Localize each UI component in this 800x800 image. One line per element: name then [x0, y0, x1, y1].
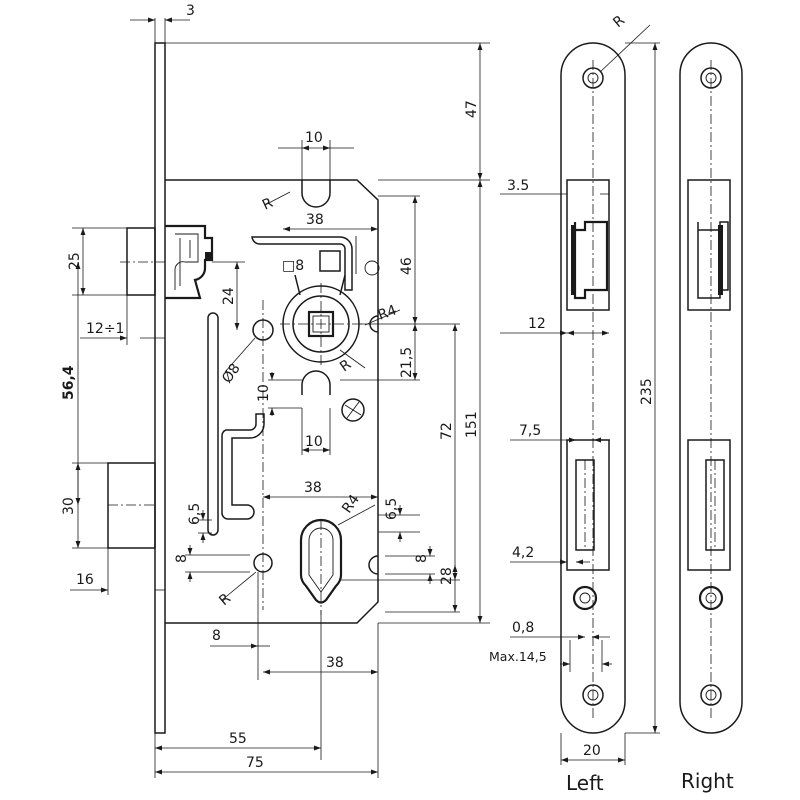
dim-55: 55: [229, 731, 247, 747]
dim-21-5: 21,5: [399, 347, 415, 378]
lever-arm: [221, 413, 265, 520]
centerlines: [108, 261, 365, 615]
dim-46: 46: [399, 257, 415, 275]
upper-channel: [251, 236, 353, 291]
dim-8-left: 8: [174, 554, 190, 563]
dim-25: 25: [67, 252, 83, 270]
screw: [341, 398, 365, 422]
spindle-square: [307, 310, 335, 338]
fp-235: 235: [639, 378, 655, 405]
stud-circle: [364, 260, 380, 276]
dim-phi-8: Ø8: [219, 361, 244, 387]
label-left: Left: [566, 771, 604, 795]
dim-24: 24: [221, 287, 237, 305]
dim-8-right: 8: [414, 554, 430, 563]
latch: [126, 224, 214, 300]
top-slot: [301, 180, 331, 208]
faceplate-side: [154, 42, 166, 734]
fp-7-5: 7,5: [519, 423, 541, 439]
dim-3: 3: [186, 3, 195, 19]
faceplate-left: [560, 42, 626, 734]
dim-28: 28: [439, 567, 455, 585]
dim-10-top: 10: [305, 130, 323, 146]
dim-47: 47: [464, 100, 480, 118]
dim-38-top: 38: [306, 212, 324, 228]
dim-r-top: R: [260, 195, 276, 214]
fp-12: 12: [528, 316, 546, 332]
faceplate-dims: R 3.5 12 235 7,5 4,2 0,8 Max.14,5 2: [489, 12, 660, 795]
fp-4-2: 4,2: [512, 545, 534, 561]
label-right: Right: [681, 769, 734, 793]
fp-max: Max.14,5: [489, 649, 547, 664]
dim-r-bottom: R: [216, 590, 234, 609]
dim-r-hub: R: [337, 356, 354, 375]
dim-square-8: □8: [282, 258, 304, 274]
dim-12-1: 12÷1: [86, 321, 124, 337]
dimensions-main: 3 47 151 10 R 38 46 □8 R4 R: [61, 3, 490, 778]
dim-56-4: 56,4: [61, 365, 77, 400]
case-outline: [165, 179, 379, 624]
dim-6-5-right: 6,5: [384, 498, 400, 520]
cylinder-hole: [299, 518, 343, 604]
fp-r: R: [610, 12, 628, 31]
dim-r4-top: R4: [376, 302, 399, 323]
dim-30: 30: [61, 497, 77, 515]
faceplate-right: Right: [679, 42, 743, 793]
inner-slot: [319, 250, 341, 272]
left-long-slot: [207, 312, 219, 536]
fp-20: 20: [583, 743, 601, 759]
dim-72: 72: [439, 422, 455, 440]
dim-10-vert: 10: [256, 384, 272, 402]
fp-0-8: 0,8: [512, 620, 534, 636]
mid-slot: [301, 370, 331, 395]
dim-6-5-left: 6,5: [187, 503, 203, 525]
dim-38-cyl: 38: [304, 480, 322, 496]
dim-10-mid: 10: [305, 434, 323, 450]
dim-151: 151: [464, 411, 480, 438]
dim-16: 16: [76, 572, 94, 588]
dim-8-bottom: 8: [212, 628, 221, 644]
dim-r4-cyl: R4: [339, 492, 363, 517]
deadbolt: [107, 462, 156, 549]
dim-38-bottom: 38: [326, 655, 344, 671]
fp-3-5: 3.5: [507, 178, 529, 194]
dim-75: 75: [246, 755, 264, 771]
